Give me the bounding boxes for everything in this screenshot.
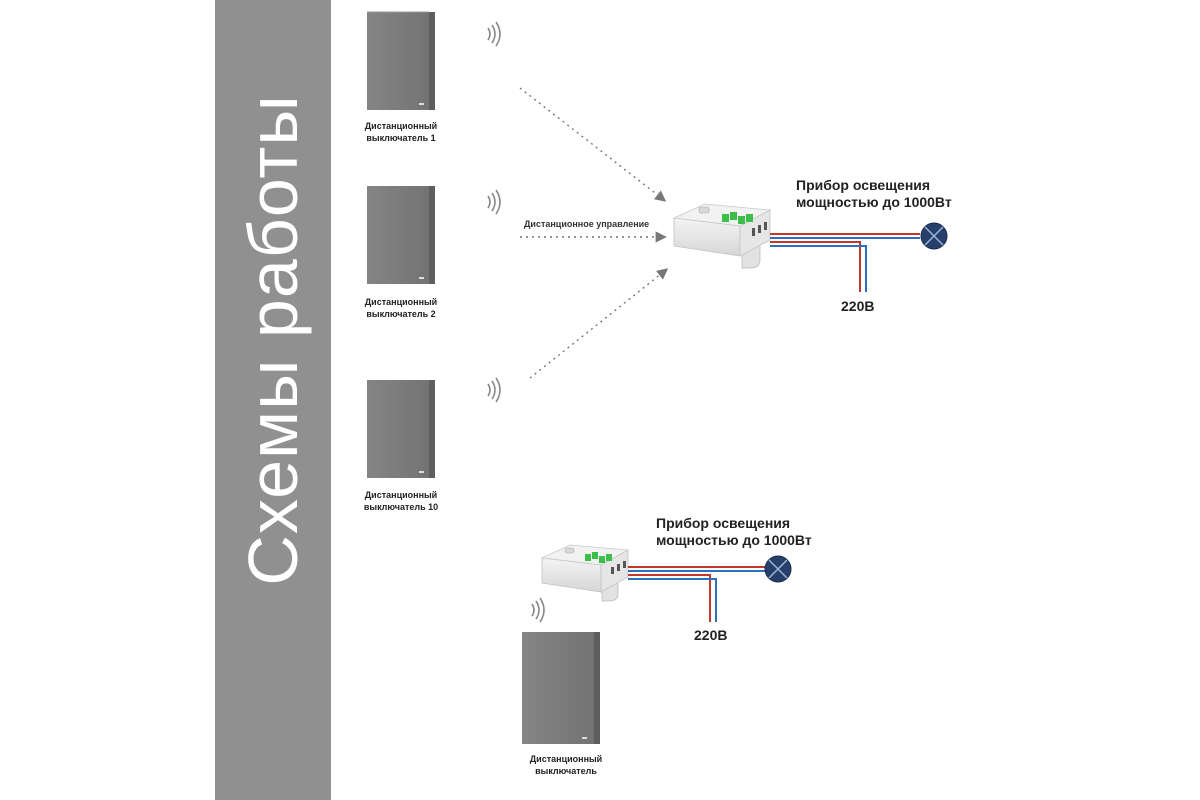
side-band xyxy=(215,0,331,800)
switch-label-2: Дистанционный выключатель 2 xyxy=(364,297,438,319)
lamp-label-bottom: Прибор освещения мощностью до 1000Вт xyxy=(656,515,812,548)
switch-label-10: Дистанционный выключатель 10 xyxy=(363,490,439,512)
signal-line-1 xyxy=(519,87,667,202)
lamp-label-top: Прибор освещения мощностью до 1000Вт xyxy=(796,177,952,210)
lamp-icon xyxy=(764,555,792,583)
voltage-label-top: 220В xyxy=(841,298,875,314)
remote-switch-1 xyxy=(367,11,435,110)
relay-module-icon xyxy=(672,203,772,269)
switch-label-1: Дистанционный выключатель 1 xyxy=(364,121,438,143)
voltage-label-bottom: 220В xyxy=(694,627,728,643)
wifi-icon xyxy=(487,189,501,215)
switch-label-single: Дистанционный выключатель xyxy=(529,754,603,776)
signal-line-3 xyxy=(529,268,669,379)
wifi-icon xyxy=(487,377,501,403)
remote-switch-10 xyxy=(367,380,435,478)
relay-module-icon xyxy=(540,544,630,602)
wires-top xyxy=(770,233,920,292)
wires-bottom xyxy=(628,566,765,622)
wifi-icon xyxy=(531,597,545,623)
control-label: Дистанционное управление xyxy=(524,219,650,229)
remote-switch-2 xyxy=(367,186,435,284)
remote-switch-single xyxy=(522,632,600,744)
wifi-icon xyxy=(487,21,501,47)
lamp-icon xyxy=(920,222,948,250)
